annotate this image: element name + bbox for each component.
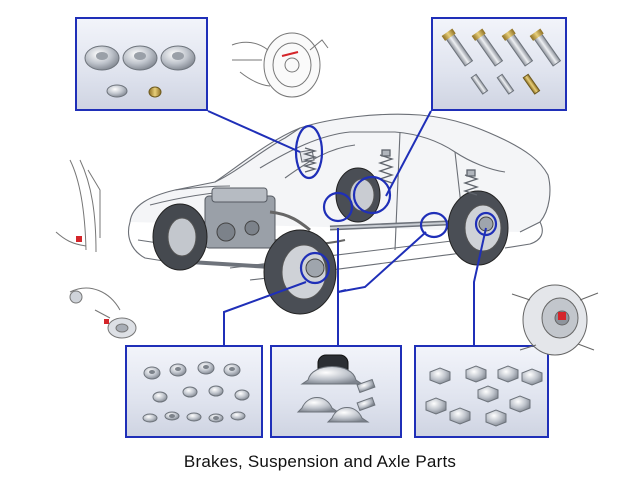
- callout-circle-rear-drum: [352, 175, 392, 215]
- engine-icon: [204, 187, 346, 249]
- callout-circle-arm-bushing: [419, 211, 449, 239]
- brake-plates-parts-icon: [84, 45, 196, 98]
- brackets-bushings-parts-icon: [296, 354, 376, 423]
- hub-knuckle-icon: [511, 284, 599, 356]
- front-strut-icon: [302, 147, 318, 173]
- callout-circles: [294, 124, 498, 285]
- nuts-washers-parts-icon: [142, 361, 250, 423]
- brake-drum-assembly-icon: [231, 32, 329, 98]
- rear-right-wheel-icon: [447, 190, 509, 266]
- suspension-arm-icon: [69, 287, 137, 339]
- callout-lines: [207, 110, 487, 345]
- callout-circle-rear-hub: [474, 211, 498, 237]
- front-left-wheel-icon: [152, 203, 208, 271]
- bolts-pins-parts-icon: [441, 28, 562, 95]
- callout-circle-front-hub: [299, 251, 331, 285]
- rear-strut-icon: [377, 149, 480, 196]
- strut-tower-icon: [55, 159, 101, 253]
- callout-circle-front-strut: [294, 124, 324, 180]
- flange-nuts-parts-icon: [425, 365, 543, 427]
- callout-circle-axle-joint: [322, 191, 354, 223]
- front-right-wheel-icon: [263, 229, 337, 315]
- diagram-caption: Brakes, Suspension and Axle Parts: [183, 452, 457, 471]
